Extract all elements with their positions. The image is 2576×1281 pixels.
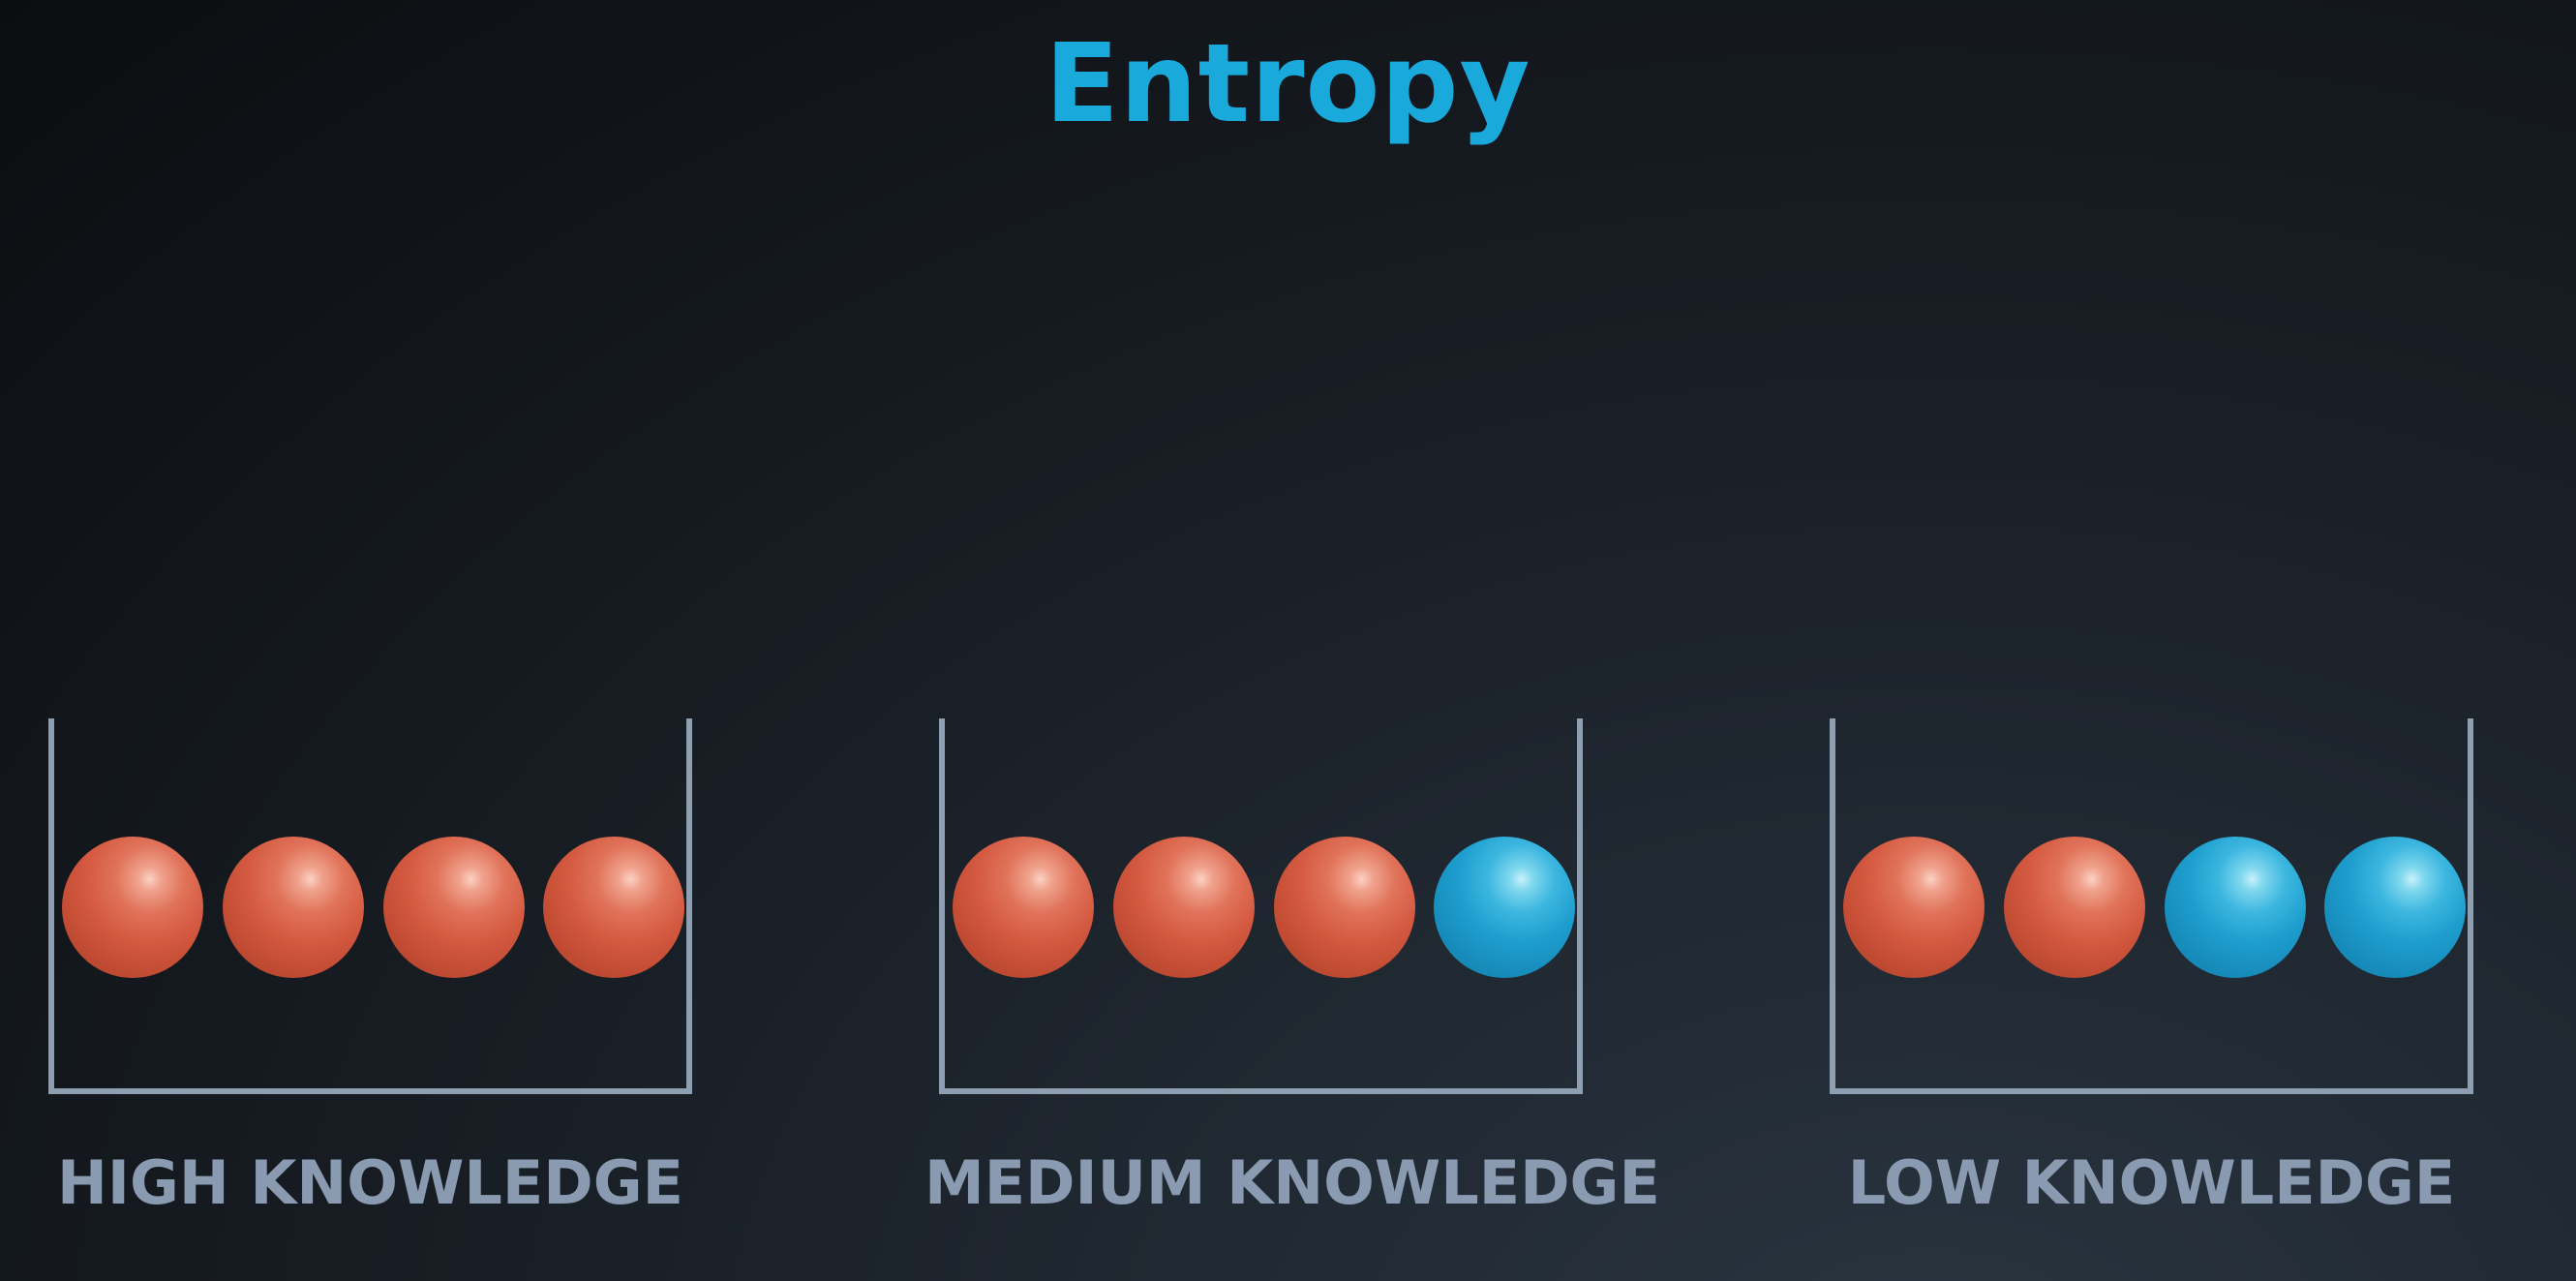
bucket-medium-knowledge	[939, 718, 1583, 1094]
red-ball	[2004, 837, 2145, 978]
red-ball	[1843, 837, 1985, 978]
red-ball	[1274, 837, 1415, 978]
red-ball	[62, 837, 203, 978]
blue-ball	[1434, 837, 1575, 978]
red-ball	[1113, 837, 1255, 978]
label-medium-knowledge: MEDIUM KNOWLEDGE	[924, 1147, 1660, 1218]
label-high-knowledge: HIGH KNOWLEDGE	[57, 1147, 683, 1218]
red-ball	[543, 837, 684, 978]
red-ball	[223, 837, 364, 978]
page-title: Entropy	[0, 21, 2576, 147]
blue-ball	[2165, 837, 2306, 978]
bucket-high-knowledge	[48, 718, 692, 1094]
bucket-low-knowledge	[1830, 718, 2473, 1094]
title-text: Entropy	[1045, 21, 1531, 147]
label-low-knowledge: LOW KNOWLEDGE	[1847, 1147, 2456, 1218]
red-ball	[383, 837, 525, 978]
red-ball	[953, 837, 1094, 978]
blue-ball	[2324, 837, 2466, 978]
